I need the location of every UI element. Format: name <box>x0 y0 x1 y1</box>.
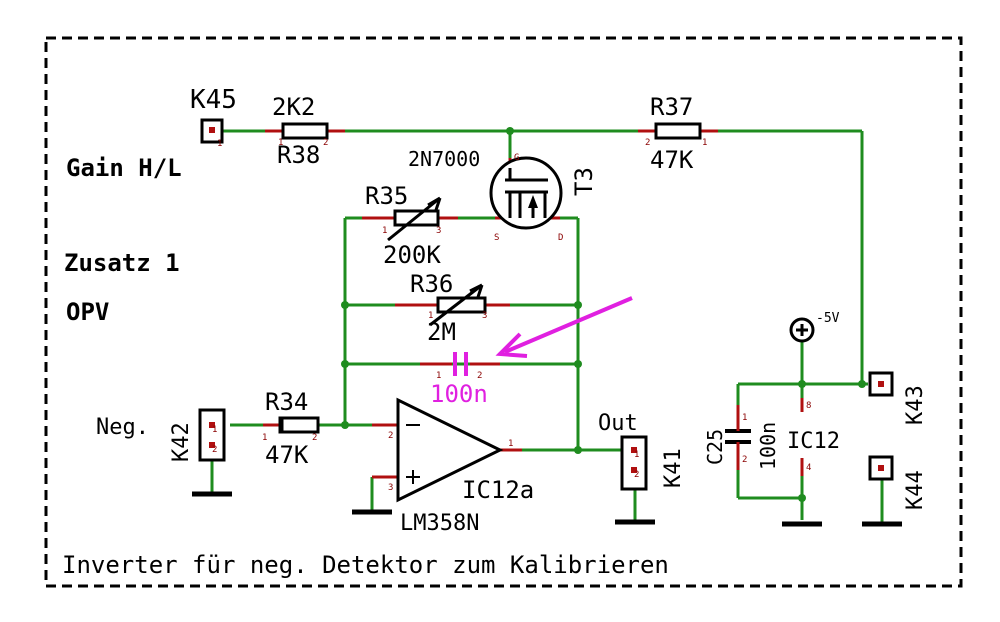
ground-symbols <box>192 491 902 527</box>
svg-text:2: 2 <box>212 445 217 455</box>
svg-text:D: D <box>558 233 563 243</box>
capacitor-100n <box>453 352 468 376</box>
svg-text:1: 1 <box>382 226 387 236</box>
label-t3-type: 2N7000 <box>408 147 480 171</box>
label-gain: Gain H/L <box>66 154 182 182</box>
svg-text:1: 1 <box>702 138 707 148</box>
pin-stubs <box>263 129 804 479</box>
label-k41: K41 <box>661 448 686 488</box>
svg-text:3: 3 <box>388 483 393 493</box>
svg-text:1: 1 <box>634 450 639 460</box>
label-out: Out <box>598 411 638 436</box>
annotation-arrow <box>495 296 633 358</box>
svg-text:3: 3 <box>436 226 441 236</box>
svg-text:1: 1 <box>742 413 747 423</box>
label-c25-value: 100n <box>756 422 780 470</box>
svg-text:2: 2 <box>477 371 482 381</box>
label-r36-ref: R36 <box>410 270 453 298</box>
label-r35-value: 200K <box>383 241 441 269</box>
supply-icon <box>789 317 815 343</box>
opamp-ic12a <box>396 397 504 503</box>
transistor-t3 <box>489 156 563 230</box>
label-lm358: LM358N <box>400 511 479 536</box>
svg-text:1: 1 <box>262 433 267 443</box>
pin-numbers: 1 1 2 2 1 1 3 1 3 1 2 1 2 2 3 1 1 2 1 2 … <box>212 138 811 493</box>
connector-k45 <box>200 118 224 144</box>
svg-text:2: 2 <box>312 433 317 443</box>
label-k45: K45 <box>190 85 237 115</box>
svg-text:1: 1 <box>436 371 441 381</box>
svg-text:2: 2 <box>742 455 747 465</box>
svg-text:2: 2 <box>634 470 639 480</box>
svg-text:2: 2 <box>388 431 393 441</box>
label-ic12: IC12 <box>787 429 840 454</box>
potentiometer-r35 <box>387 196 442 242</box>
label-k44: K44 <box>903 470 928 510</box>
label-k43: K43 <box>903 385 928 425</box>
label-ic12a: IC12a <box>462 476 534 504</box>
label-r37-value: 47K <box>650 146 694 174</box>
footer-caption: Inverter für neg. Detektor zum Kalibrier… <box>62 551 669 579</box>
schematic-border <box>44 36 963 588</box>
svg-text:G: G <box>514 153 519 163</box>
label-zusatz: Zusatz 1 <box>64 249 180 277</box>
potentiometer-r36 <box>429 283 487 327</box>
label-r35-ref: R35 <box>365 182 408 210</box>
label-k42: K42 <box>169 422 194 462</box>
junctions <box>341 127 866 502</box>
label-neg: Neg. <box>96 415 149 440</box>
svg-text:S: S <box>494 233 499 243</box>
svg-text:3: 3 <box>482 311 487 321</box>
svg-text:1: 1 <box>212 425 217 435</box>
svg-text:2: 2 <box>323 138 328 148</box>
connector-k44 <box>868 455 894 481</box>
svg-text:4: 4 <box>806 463 811 473</box>
svg-text:1: 1 <box>217 139 222 149</box>
resistor-r38 <box>281 122 329 140</box>
resistor-r34-body <box>280 416 320 434</box>
label-r37-ref: R37 <box>650 93 693 121</box>
connector-k43 <box>868 371 894 397</box>
svg-text:1: 1 <box>508 439 513 449</box>
label-r34-ref: R34 <box>265 388 308 416</box>
connector-k41 <box>620 435 648 491</box>
resistor-r37 <box>654 122 702 140</box>
label-c25-ref: C25 <box>703 429 727 465</box>
label-r36-value: 2M <box>427 318 456 346</box>
label-supply: -5V <box>816 311 840 326</box>
capacitor-c25 <box>725 423 751 450</box>
label-r38-ref: R38 <box>277 141 320 169</box>
svg-text:1: 1 <box>278 138 283 148</box>
svg-text:8: 8 <box>806 401 811 411</box>
label-r34-value: 47K <box>265 441 309 469</box>
label-r38-value: 2K2 <box>272 93 315 121</box>
svg-text:2: 2 <box>645 138 650 148</box>
label-opv: OPV <box>66 298 109 326</box>
svg-text:1: 1 <box>428 311 433 321</box>
label-capacitor-value: 100n <box>430 380 488 408</box>
label-t3-ref: T3 <box>570 167 598 196</box>
connector-k42 <box>198 408 226 462</box>
